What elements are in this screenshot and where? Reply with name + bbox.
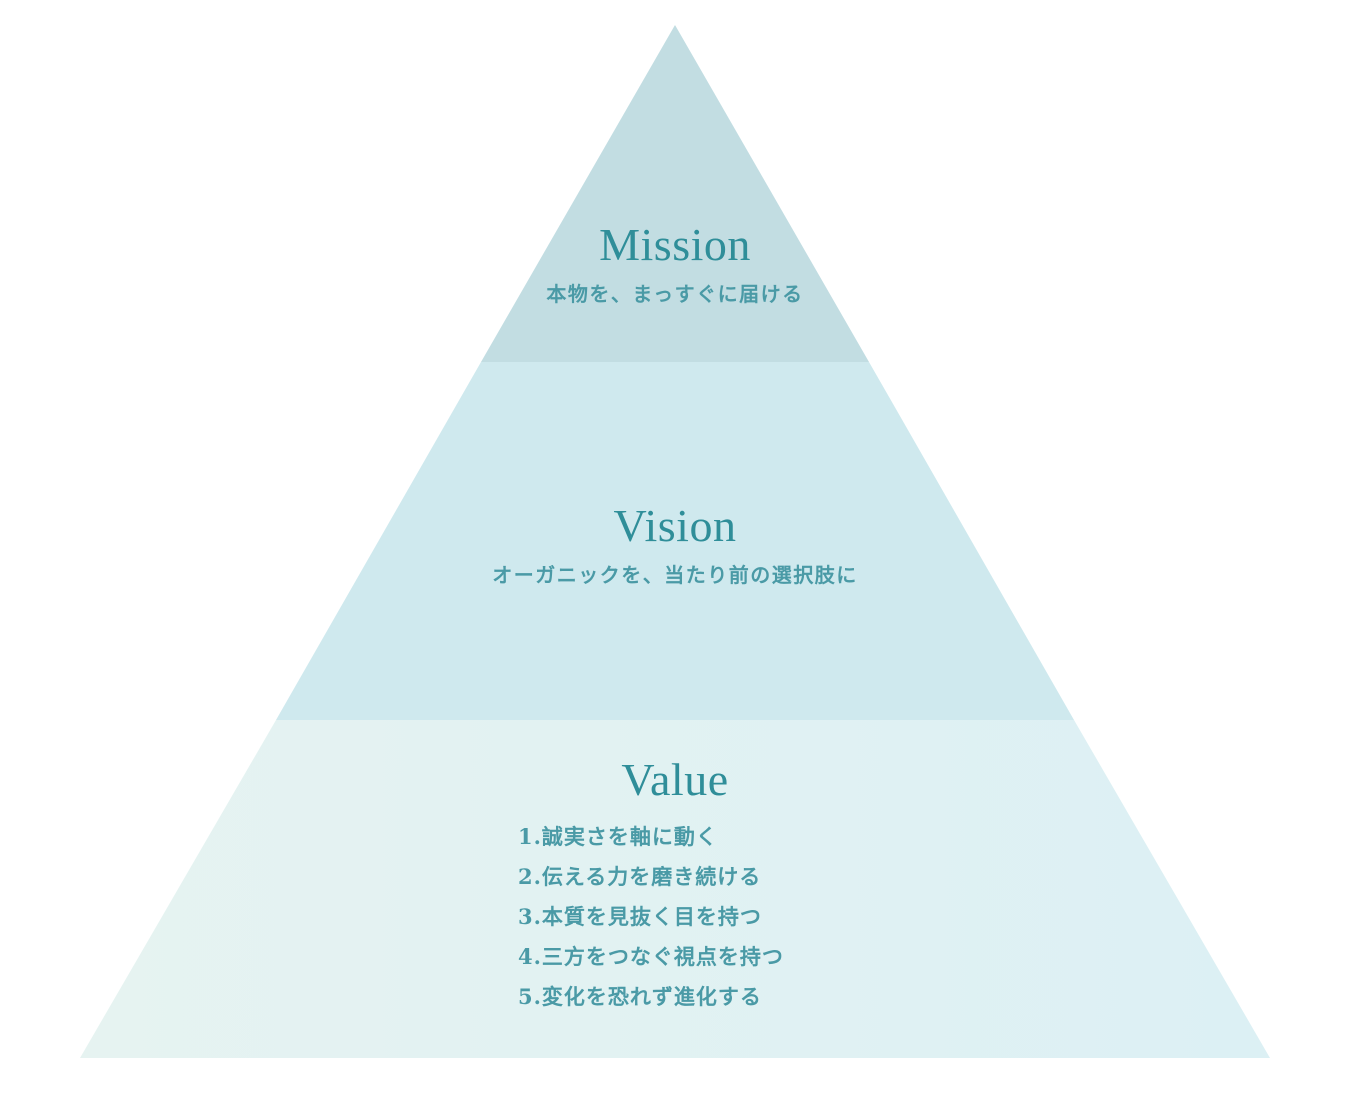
value-block: Value (475, 757, 875, 803)
value-item: 1.誠実さを軸に動く (518, 824, 718, 849)
mission-tier (481, 25, 869, 362)
value-item: 4.三方をつなぐ視点を持つ (518, 944, 784, 969)
value-heading: Value (621, 754, 729, 805)
vision-tier (276, 362, 1074, 720)
mission-tagline: 本物を、まっすぐに届ける (546, 282, 804, 306)
value-tier (80, 720, 1270, 1058)
value-item: 3.本質を見抜く目を持つ (518, 904, 762, 929)
value-item: 2.伝える力を磨き続ける (518, 864, 762, 889)
vision-block: Vision オーガニックを、当たり前の選択肢に (425, 503, 925, 588)
mission-block: Mission 本物を、まっすぐに届ける (475, 222, 875, 307)
mission-heading: Mission (599, 219, 751, 270)
value-list: 1.誠実さを軸に動く 2.伝える力を磨き続ける 3.本質を見抜く目を持つ 4.三… (518, 820, 784, 1020)
vision-tagline: オーガニックを、当たり前の選択肢に (492, 563, 858, 587)
value-item: 5.変化を恐れず進化する (518, 984, 762, 1009)
vision-heading: Vision (613, 500, 737, 551)
